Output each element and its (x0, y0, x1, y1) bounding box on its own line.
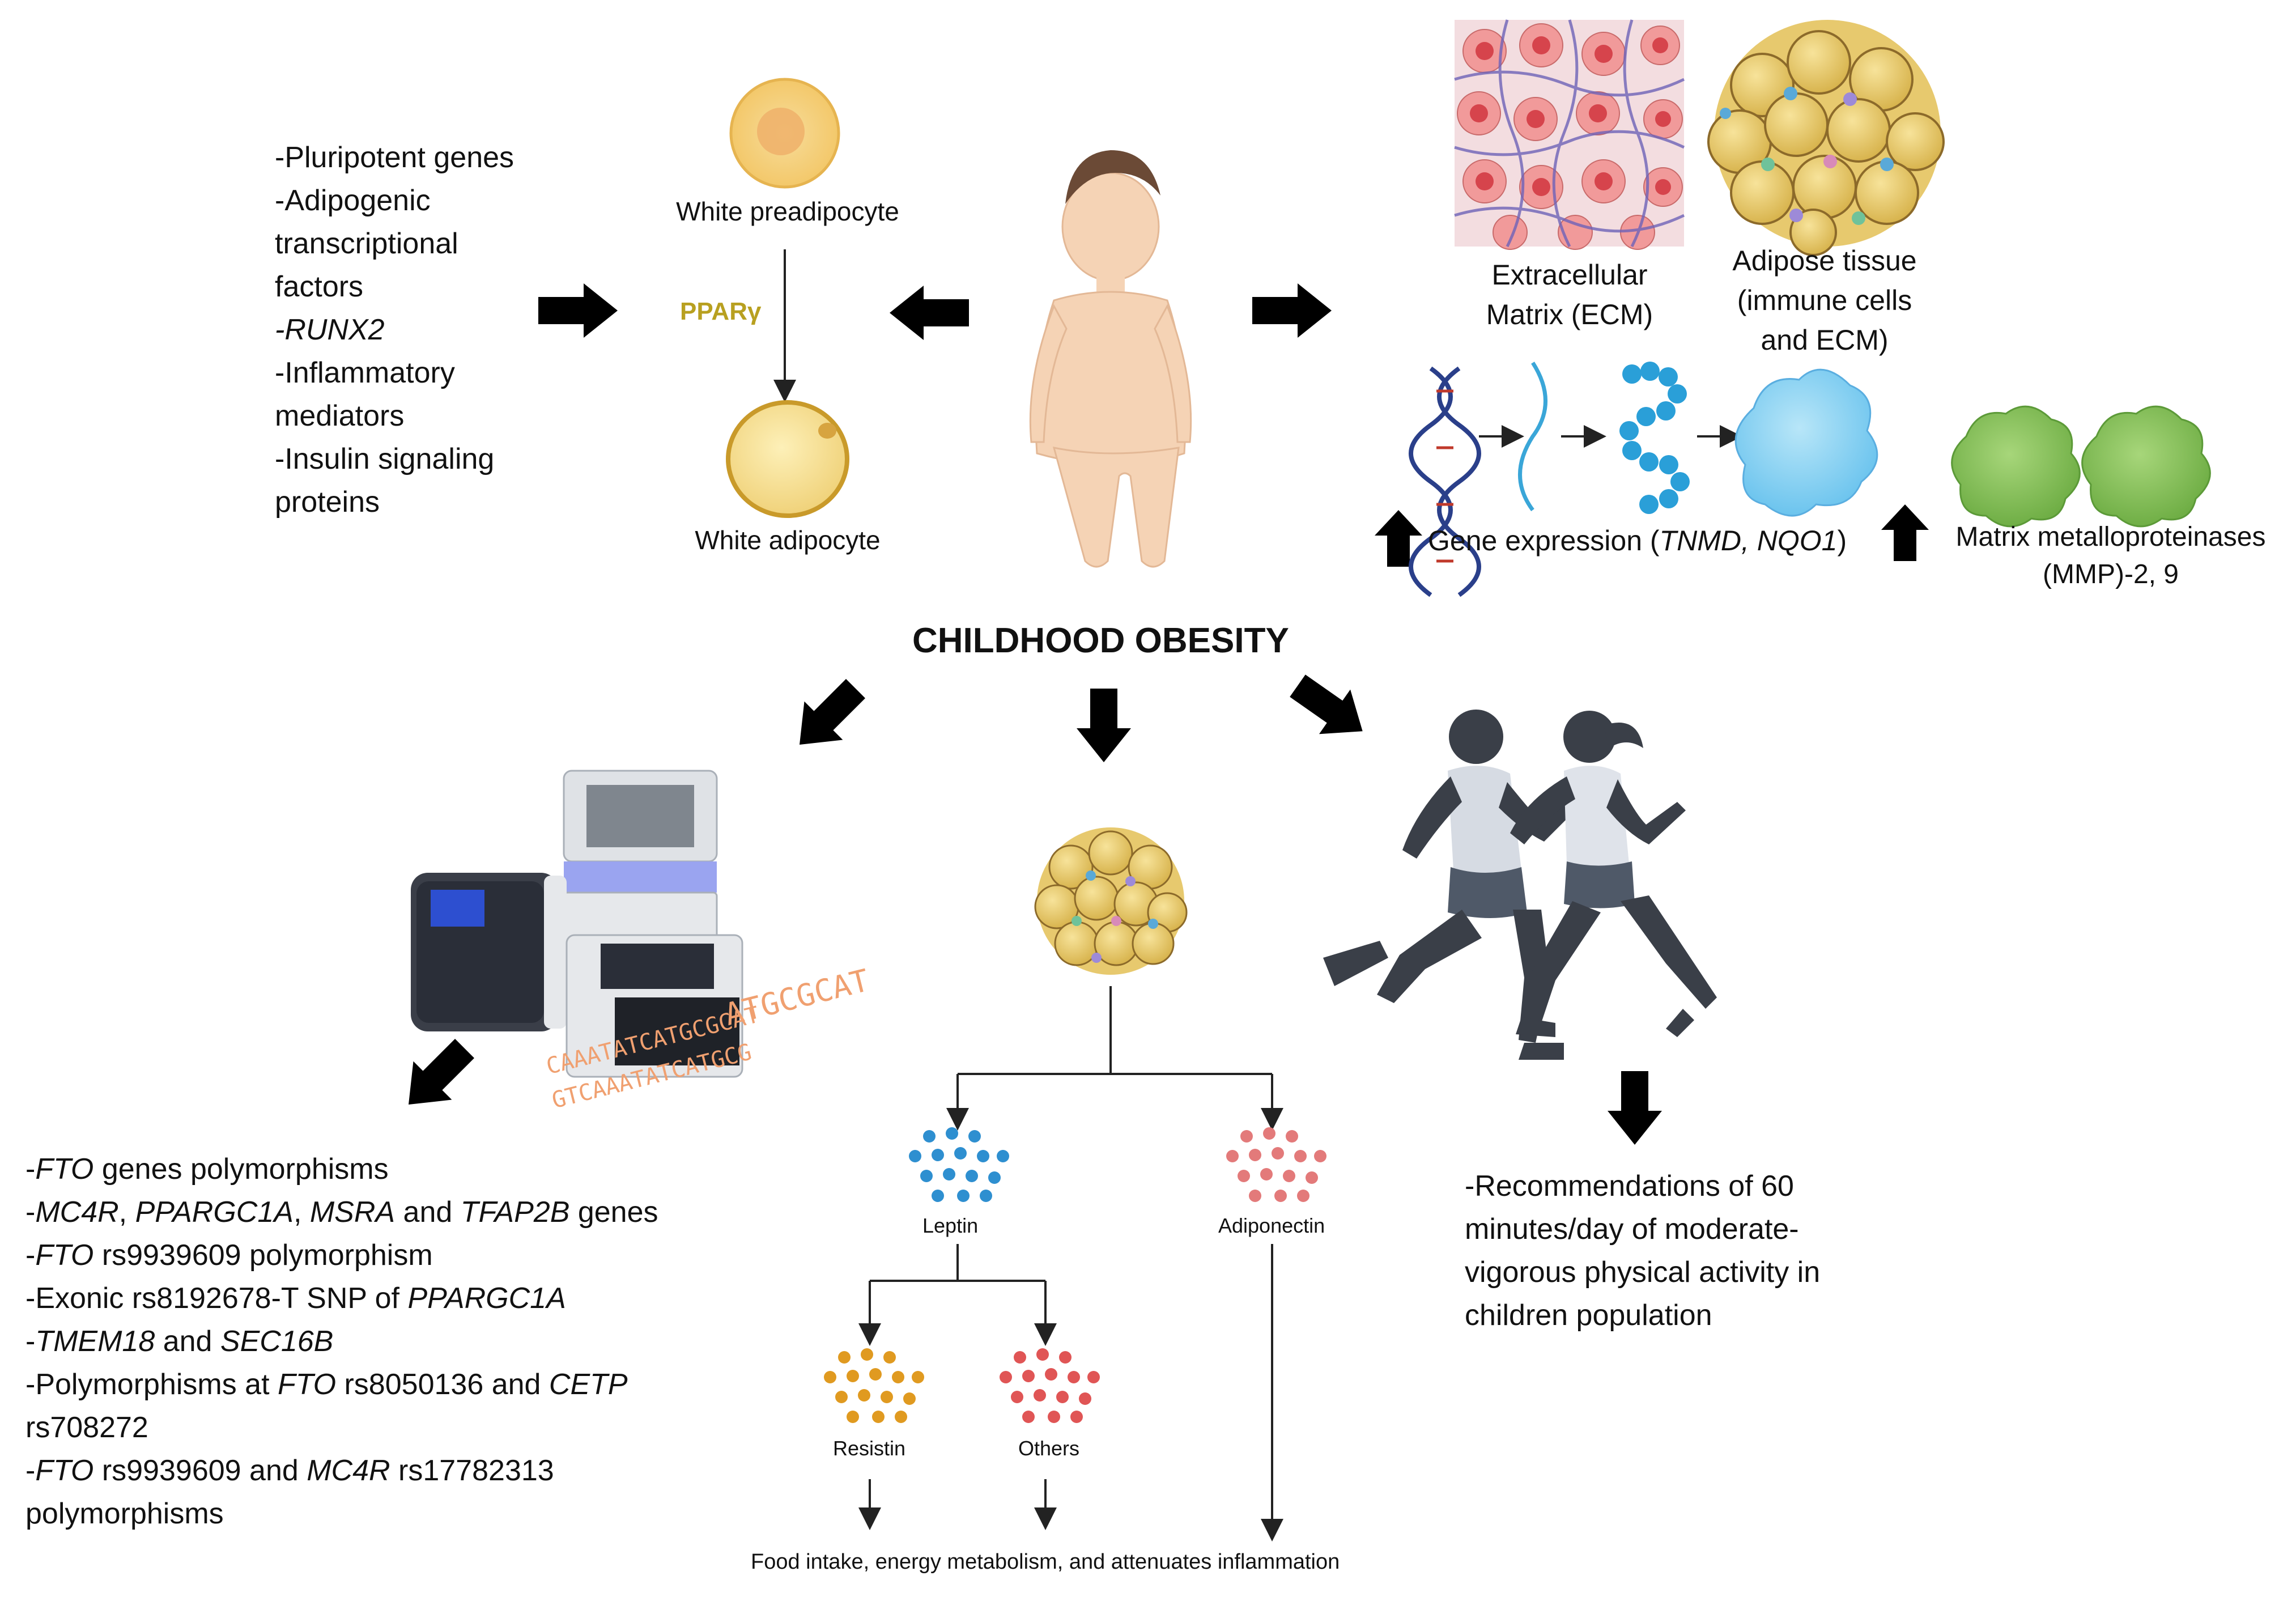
activity-line: children population (1465, 1299, 1712, 1332)
adipocyte-label: White adipocyte (695, 525, 881, 555)
adiponectin-dots (1226, 1127, 1326, 1202)
others-label: Others (1018, 1437, 1080, 1460)
adipose-tissue-small (1034, 827, 1188, 975)
left-factors-list: -Pluripotent genes -Adipogenic transcrip… (275, 136, 514, 524)
gene-expression-label: Gene expression (TNMD, NQO1) (1428, 524, 1847, 557)
up-arrow-mmp (1881, 504, 1929, 561)
factor-line: -Adipogenic (275, 184, 431, 217)
factor-line: -Inflammatory (275, 356, 455, 389)
genetics-list: -FTO genes polymorphisms -MC4R, PPARGC1A… (25, 1148, 658, 1535)
pparg-label: PPARγ (680, 298, 762, 325)
genetics-item: -Exonic rs8192678-T SNP of PPARGC1A (25, 1282, 566, 1315)
runners-graphic (1323, 710, 1717, 1060)
factor-line: proteins (275, 486, 380, 519)
factor-line: -Insulin signaling (275, 443, 495, 475)
adipocyte-cell (726, 400, 849, 518)
preadipocyte-cell (729, 78, 840, 189)
activity-line: vigorous physical activity in (1465, 1256, 1821, 1289)
gene-expression-genes: TNMD, NQO1 (1659, 525, 1838, 557)
resistin-label: Resistin (833, 1437, 906, 1460)
outcome-label: Food intake, energy metabolism, and atte… (751, 1550, 1340, 1574)
arrow-child-to-differentiation (890, 286, 969, 340)
genetics-item: polymorphisms (25, 1497, 224, 1530)
adipose-label: Adipose tissue (immune cells and ECM) (1711, 241, 1938, 360)
factor-line: transcriptional (275, 227, 458, 260)
adiponectin-label: Adiponectin (1218, 1214, 1325, 1237)
adipose-label-line: Adipose tissue (1732, 245, 1917, 277)
mmp-label: Matrix metalloproteinases (MMP)-2, 9 (1929, 519, 2292, 593)
genetics-item: -TMEM18 and SEC16B (25, 1325, 334, 1358)
genetics-item: -Polymorphisms at FTO rs8050136 and CETP (25, 1368, 628, 1401)
adipose-tissue-image (1707, 20, 1945, 256)
sequencing-machines (411, 770, 743, 1078)
ecm-label-line: Matrix (ECM) (1486, 299, 1653, 330)
genetics-item: -MC4R, PPARGC1A, MSRA and TFAP2B genes (25, 1196, 658, 1229)
activity-line: -Recommendations of 60 (1465, 1170, 1794, 1203)
mmp-label-line: (MMP)-2, 9 (2043, 559, 2179, 589)
activity-line: minutes/day of moderate- (1465, 1213, 1799, 1246)
factor-line: mediators (275, 400, 405, 432)
adipokine-tree-lines (858, 986, 1283, 1541)
adipose-label-line: and ECM) (1761, 324, 1889, 356)
genetics-item: -FTO rs9939609 and MC4R rs17782313 (25, 1454, 554, 1487)
adipose-label-line: (immune cells (1737, 284, 1912, 316)
mmp-label-line: Matrix metalloproteinases (1955, 522, 2266, 552)
gene-expression-prefix: Gene expression ( (1428, 525, 1660, 557)
gene-expression-graphic (1409, 362, 1878, 597)
resistin-dots (824, 1348, 924, 1423)
arrow-to-genetics (800, 679, 865, 745)
gene-expression-suffix: ) (1837, 525, 1847, 557)
genetics-item: rs708272 (25, 1411, 148, 1444)
arrow-child-to-tissue (1252, 283, 1332, 338)
others-dots (1000, 1348, 1100, 1423)
activity-recommendation: -Recommendations of 60 minutes/day of mo… (1465, 1165, 1820, 1337)
child-figure (1029, 150, 1192, 568)
ecm-image (1454, 19, 1685, 250)
ecm-label-line: Extracellular (1491, 259, 1648, 291)
arrow-to-polymorphisms (409, 1039, 474, 1105)
genetics-item: -FTO genes polymorphisms (25, 1153, 389, 1186)
leptin-label: Leptin (922, 1214, 979, 1237)
page-title: CHILDHOOD OBESITY (912, 621, 1289, 660)
factor-line: factors (275, 270, 364, 303)
preadipocyte-label: White preadipocyte (676, 197, 899, 226)
mmp-graphic (1951, 405, 2211, 528)
factor-line: -RUNX2 (275, 313, 385, 346)
arrow-factors-to-pparg (538, 283, 618, 338)
arrow-to-activity (1290, 674, 1363, 734)
leptin-dots (909, 1127, 1009, 1202)
arrow-to-adipokines (1077, 689, 1131, 762)
factor-line: -Pluripotent genes (275, 141, 515, 174)
genetics-item: -FTO rs9939609 polymorphism (25, 1239, 433, 1272)
ecm-label: Extracellular Matrix (ECM) (1456, 255, 1683, 334)
arrow-to-recommendations (1608, 1071, 1662, 1145)
